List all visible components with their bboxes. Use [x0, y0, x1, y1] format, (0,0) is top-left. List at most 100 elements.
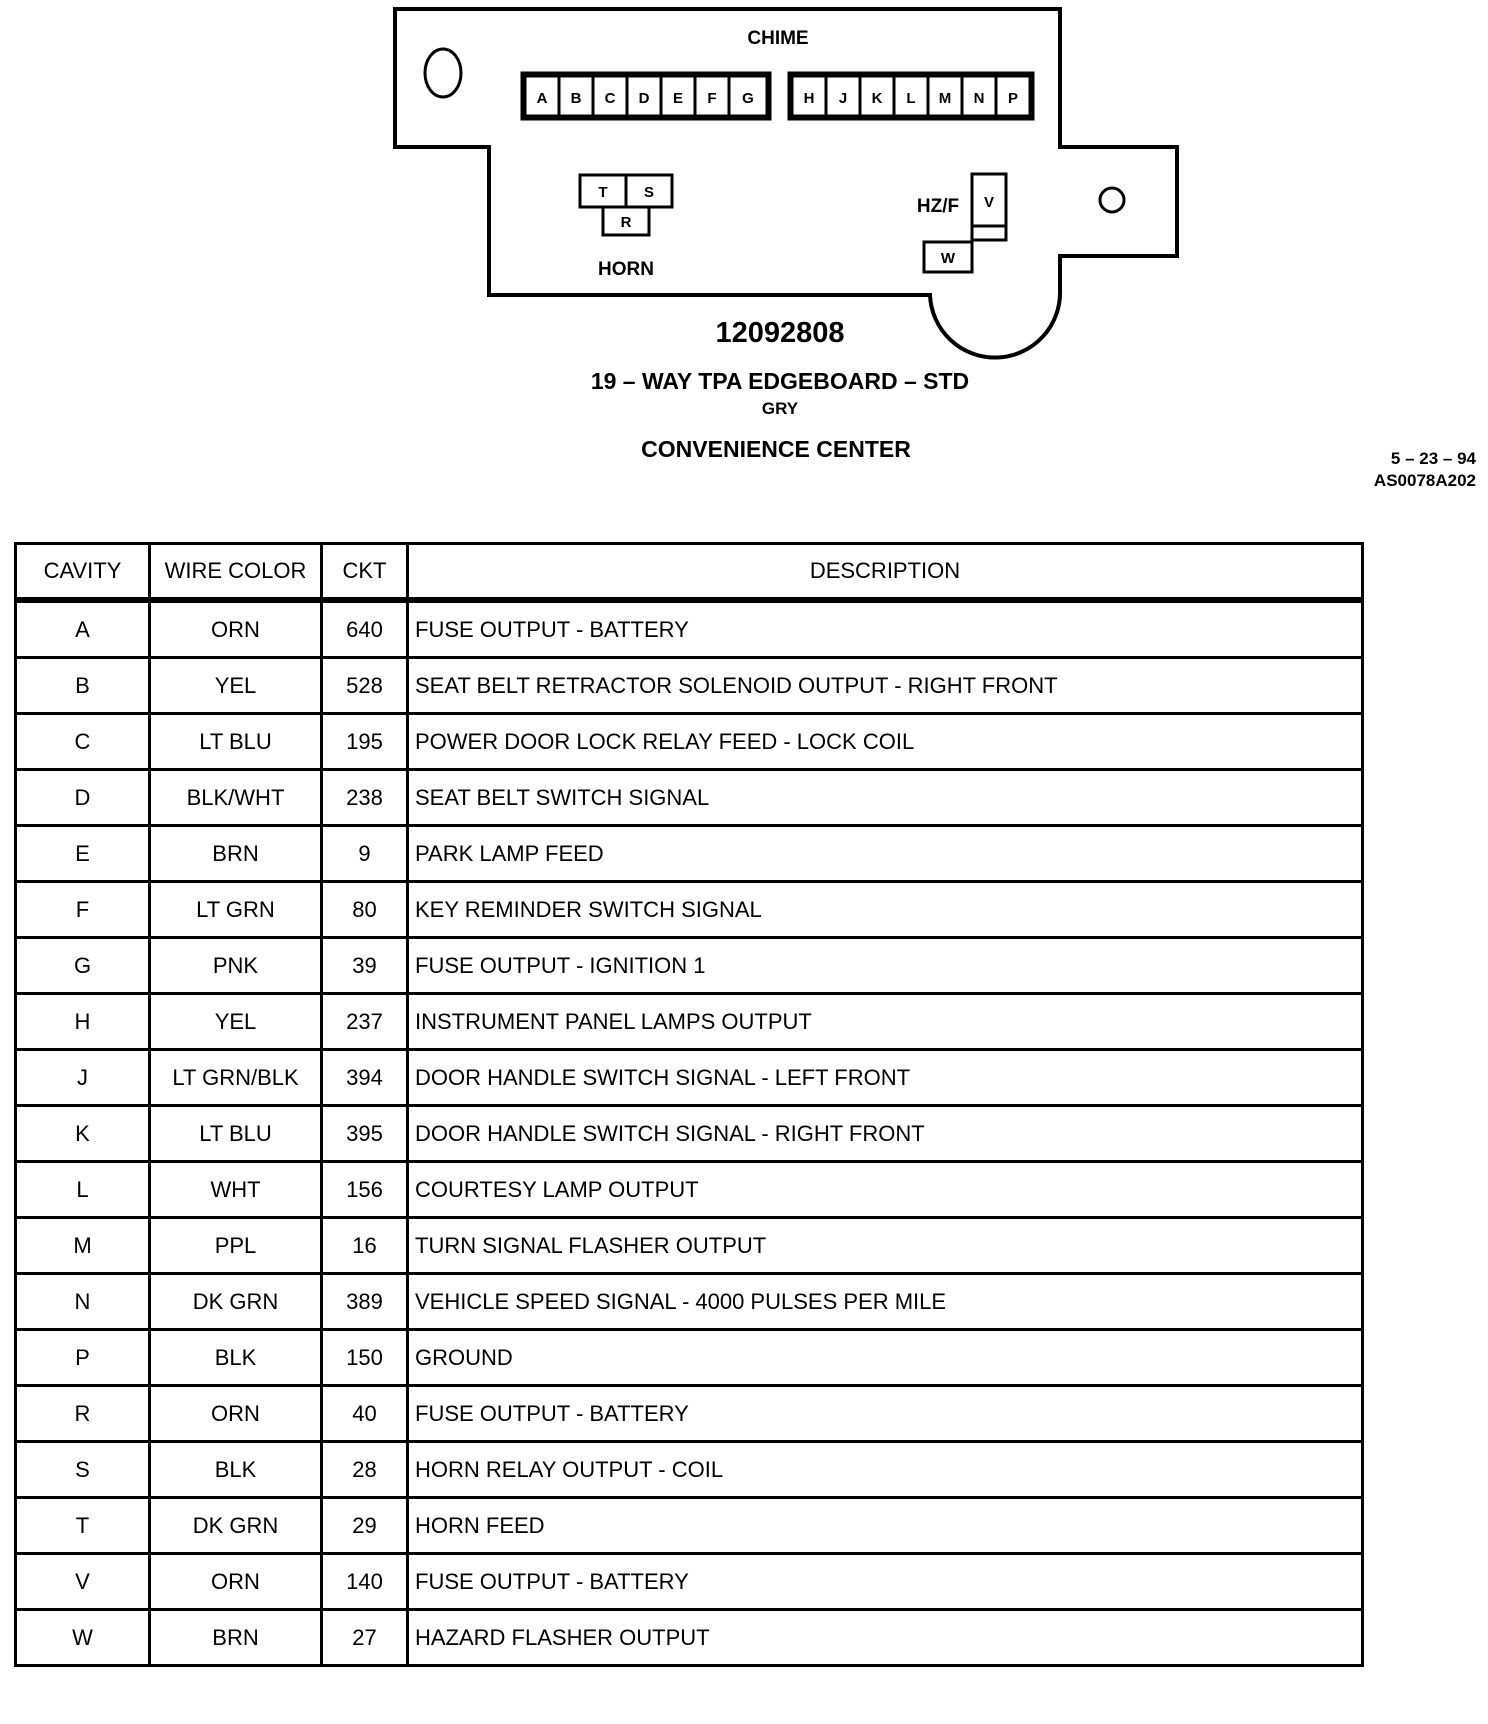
- mounting-hole-right: [1098, 186, 1126, 214]
- drawing-date: 5 – 23 – 94: [1390, 449, 1476, 468]
- cell-ckt: 40: [320, 1384, 409, 1443]
- cell-wire-color: ORN: [148, 598, 323, 659]
- cell-wire-color: BLK/WHT: [148, 768, 323, 827]
- cell-ckt: 140: [320, 1552, 409, 1611]
- cell-description: POWER DOOR LOCK RELAY FEED - LOCK COIL: [406, 712, 1364, 771]
- drawing-stamp: 5 – 23 – 94 AS0078A202: [1374, 448, 1476, 492]
- mounting-hole-left: [423, 47, 463, 99]
- cell-description: COURTESY LAMP OUTPUT: [406, 1160, 1364, 1219]
- horn-label: HORN: [598, 259, 654, 280]
- cell-wire-color: WHT: [148, 1160, 323, 1219]
- cell-ckt: 237: [320, 992, 409, 1051]
- chime-pin-left-label: D: [639, 90, 650, 107]
- cell-description: PARK LAMP FEED: [406, 824, 1364, 883]
- cell-description: SEAT BELT SWITCH SIGNAL: [406, 768, 1364, 827]
- cell-ckt: 29: [320, 1496, 409, 1555]
- chime-pin-left-label: A: [537, 90, 548, 107]
- horn-pins: T S R: [578, 173, 674, 237]
- cell-wire-color: YEL: [148, 992, 323, 1051]
- cell-cavity: C: [14, 712, 151, 771]
- cell-cavity: T: [14, 1496, 151, 1555]
- chime-pin-right-label: K: [872, 90, 883, 107]
- chime-pin-right-label: L: [906, 90, 915, 107]
- cell-description: GROUND: [406, 1328, 1364, 1387]
- cell-ckt: 150: [320, 1328, 409, 1387]
- cell-ckt: 394: [320, 1048, 409, 1107]
- cell-ckt: 28: [320, 1440, 409, 1499]
- cell-wire-color: BLK: [148, 1440, 323, 1499]
- chime-pin-left-label: C: [605, 90, 616, 107]
- chime-pin-left-outline: [520, 71, 772, 121]
- cell-ckt: 27: [320, 1608, 409, 1667]
- chime-pin-right-label: N: [974, 90, 985, 107]
- horn-pin-r: R: [621, 214, 632, 231]
- cell-wire-color: BLK: [148, 1328, 323, 1387]
- connector-color: GRY: [762, 399, 799, 418]
- chime-pin-right-outline: [787, 71, 1035, 121]
- chime-pin-right-box: [994, 74, 1032, 118]
- cell-cavity: D: [14, 768, 151, 827]
- chime-pin-left-label: B: [571, 90, 582, 107]
- cell-ckt: 195: [320, 712, 409, 771]
- cell-description: INSTRUMENT PANEL LAMPS OUTPUT: [406, 992, 1364, 1051]
- chime-pin-right-label: M: [939, 90, 952, 107]
- cell-wire-color: LT GRN/BLK: [148, 1048, 323, 1107]
- cell-wire-color: LT BLU: [148, 1104, 323, 1163]
- cell-description: DOOR HANDLE SWITCH SIGNAL - RIGHT FRONT: [406, 1104, 1364, 1163]
- chime-label: CHIME: [747, 28, 808, 49]
- chime-pin-right-label: P: [1008, 90, 1018, 107]
- cell-description: VEHICLE SPEED SIGNAL - 4000 PULSES PER M…: [406, 1272, 1364, 1331]
- cell-ckt: 528: [320, 656, 409, 715]
- w-pin-box: [922, 240, 974, 274]
- cell-ckt: 9: [320, 824, 409, 883]
- cell-wire-color: YEL: [148, 656, 323, 715]
- chime-pin-left-box: [727, 74, 769, 118]
- cell-cavity: G: [14, 936, 151, 995]
- cell-ckt: 640: [320, 598, 409, 659]
- table-header-row: CAVITY WIRE COLOR CKT DESCRIPTION: [14, 542, 1364, 603]
- cell-wire-color: BRN: [148, 1608, 323, 1667]
- chime-pin-left-label: G: [742, 90, 754, 107]
- cell-description: DOOR HANDLE SWITCH SIGNAL - LEFT FRONT: [406, 1048, 1364, 1107]
- chime-pin-right-label: J: [839, 90, 847, 107]
- cell-wire-color: ORN: [148, 1552, 323, 1611]
- cell-cavity: L: [14, 1160, 151, 1219]
- horn-pin-r-box: [601, 205, 651, 237]
- cell-ckt: 389: [320, 1272, 409, 1331]
- cell-description: KEY REMINDER SWITCH SIGNAL: [406, 880, 1364, 939]
- cell-ckt: 39: [320, 936, 409, 995]
- header-cavity: CAVITY: [14, 542, 151, 603]
- cell-description: FUSE OUTPUT - IGNITION 1: [406, 936, 1364, 995]
- cell-cavity: B: [14, 656, 151, 715]
- horn-pin-s: S: [644, 184, 654, 201]
- cell-cavity: N: [14, 1272, 151, 1331]
- cell-description: FUSE OUTPUT - BATTERY: [406, 598, 1364, 659]
- cell-description: HORN RELAY OUTPUT - COIL: [406, 1440, 1364, 1499]
- drawing-code: AS0078A202: [1373, 471, 1476, 490]
- chime-pin-left-label: E: [673, 90, 683, 107]
- cell-ckt: 395: [320, 1104, 409, 1163]
- cell-cavity: V: [14, 1552, 151, 1611]
- cell-cavity: M: [14, 1216, 151, 1275]
- cell-wire-color: ORN: [148, 1384, 323, 1443]
- cell-wire-color: LT BLU: [148, 712, 323, 771]
- connector-name: 19 – WAY TPA EDGEBOARD – STD: [591, 368, 969, 394]
- cell-description: HAZARD FLASHER OUTPUT: [406, 1608, 1364, 1667]
- hzf-pin-v: V: [984, 194, 994, 211]
- cell-cavity: W: [14, 1608, 151, 1667]
- board-outline: [393, 7, 1179, 360]
